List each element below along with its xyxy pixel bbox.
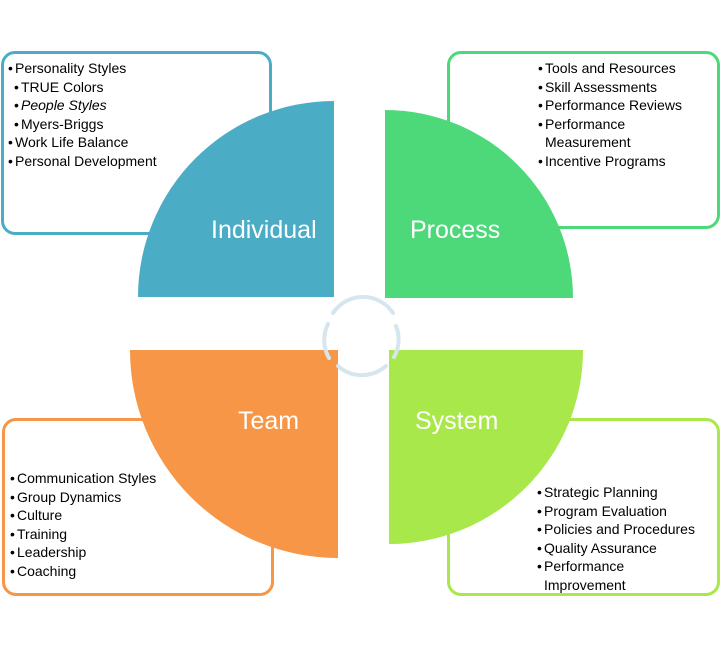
list-item: •Work Life Balance <box>8 134 129 151</box>
list-item: •Strategic Planning <box>537 484 658 500</box>
list-item: •Myers-Briggs <box>14 115 104 132</box>
list-item: •Tools and Resources <box>538 60 676 76</box>
system-list: •Strategic Planning •Program Evaluation … <box>537 483 695 595</box>
cycle-arrows-icon <box>322 294 401 378</box>
list-item: •Performance Reviews <box>538 97 682 114</box>
individual-list: •Personality Styles •TRUE Colors •People… <box>8 59 157 171</box>
list-item: •Program Evaluation <box>537 502 667 519</box>
system-label: System <box>415 407 499 435</box>
list-item: •Communication Styles <box>10 470 157 486</box>
individual-label: Individual <box>211 216 317 244</box>
process-segment <box>385 110 573 298</box>
list-item: •Coaching <box>10 562 77 579</box>
list-item: •Personal Development <box>8 152 157 169</box>
team-list: •Communication Styles •Group Dynamics •C… <box>10 469 156 581</box>
list-item: •Culture <box>10 507 63 524</box>
system-segment <box>389 350 583 544</box>
team-label: Team <box>238 407 300 435</box>
team-segment <box>130 350 338 558</box>
list-item: •People Styles <box>14 97 107 114</box>
list-item: •Performance Measurement <box>538 115 631 151</box>
individual-segment <box>138 101 334 297</box>
process-list: •Tools and Resources •Skill Assessments … <box>538 59 682 171</box>
list-item: •Incentive Programs <box>538 152 666 169</box>
list-item: •Leadership <box>10 544 87 561</box>
list-item: •Performance Improvement <box>537 558 626 593</box>
list-item: •Personality Styles <box>8 60 127 76</box>
list-item: •Group Dynamics <box>10 488 122 505</box>
list-item: •Quality Assurance <box>537 539 657 556</box>
list-item: •Policies and Procedures <box>537 521 695 538</box>
list-item: •Skill Assessments <box>538 78 658 95</box>
process-label: Process <box>410 216 501 244</box>
list-item: •Training <box>10 525 68 542</box>
list-item: •TRUE Colors <box>14 78 104 95</box>
